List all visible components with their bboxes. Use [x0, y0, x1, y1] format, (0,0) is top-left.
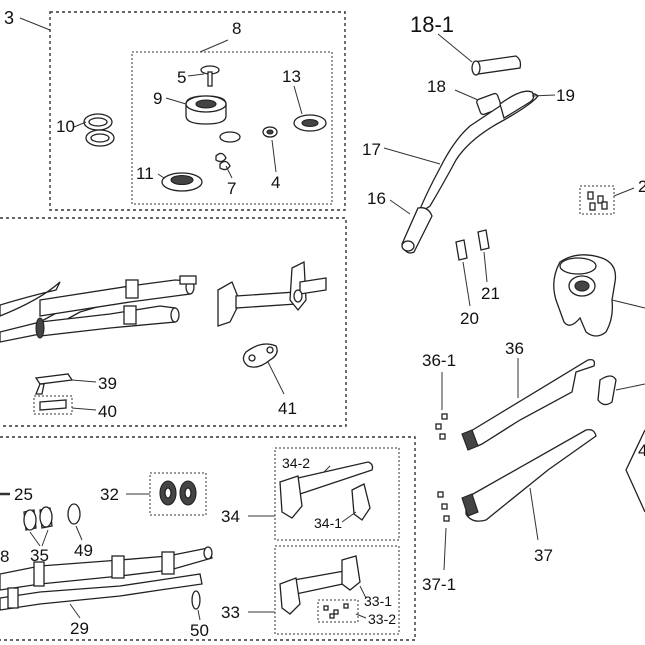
label-13: 13 — [282, 67, 301, 86]
group-handlebar: 18-1 18 19 17 16 — [362, 12, 575, 254]
part-5-bolt — [187, 65, 220, 87]
part-10-cups — [73, 113, 115, 147]
group-20-21-bushings: 21 20 — [455, 229, 500, 328]
part-fork-clamp-assembly — [217, 260, 327, 327]
part-16-grip — [389, 199, 433, 254]
label-16: 16 — [367, 189, 386, 208]
part-36-1-bolts — [435, 372, 448, 440]
label-3: 3 — [4, 8, 14, 28]
label-41: 41 — [278, 399, 297, 418]
part-9-bearing — [165, 95, 227, 125]
label-7: 7 — [227, 179, 236, 198]
label-17: 17 — [362, 140, 381, 159]
part-triple-clamp — [553, 254, 645, 337]
part-seal-ring — [219, 131, 241, 143]
label-49: 49 — [74, 541, 93, 560]
part-41-link — [242, 343, 285, 395]
lower-section-box — [0, 436, 416, 641]
part-7-clip — [215, 152, 233, 179]
part-37-1-bolts — [437, 491, 450, 571]
label-9: 9 — [153, 89, 162, 108]
label-19: 19 — [556, 86, 575, 105]
label-36: 36 — [505, 339, 524, 358]
label-32: 32 — [100, 485, 119, 504]
group-lower-fork: 25 32 35 49 8 29 50 34-2 34 34-1 33 33-1… — [0, 436, 416, 641]
label-36-1: 36-1 — [422, 351, 456, 370]
part-36-guard — [461, 358, 596, 451]
part-13-ring — [293, 85, 327, 132]
group-fork-section: 39 40 41 — [0, 217, 347, 427]
part-50-clip — [191, 590, 201, 621]
label-20: 20 — [460, 309, 479, 328]
part-33-assembly — [248, 545, 400, 635]
label-33: 33 — [221, 603, 240, 622]
label-37-1: 37-1 — [422, 575, 456, 594]
fork-section-box — [0, 217, 347, 427]
label-4: 4 — [271, 173, 280, 192]
label-18-1: 18-1 — [410, 12, 454, 37]
part-guard-bracket — [597, 375, 617, 406]
part-18-1-grip — [437, 33, 522, 76]
group-8-box — [131, 51, 333, 205]
part-29-fork — [0, 546, 213, 619]
group-fork-guards: 36-1 36 37 37-1 4 — [422, 339, 645, 594]
label-50: 50 — [190, 621, 209, 640]
label-33-2: 33-2 — [368, 611, 396, 627]
group-2-bolts: 2 — [579, 177, 645, 215]
label-34-2: 34-2 — [282, 455, 310, 471]
label-35: 35 — [30, 546, 49, 565]
part-11-bearing — [157, 172, 203, 192]
part-right-edge — [625, 429, 645, 513]
label-33-1: 33-1 — [364, 593, 392, 609]
group-3-headset: 3 8 5 9 13 10 11 7 4 — [4, 8, 346, 211]
part-49-ring — [67, 503, 83, 541]
part-4-ring — [262, 126, 278, 173]
label-34: 34 — [221, 507, 240, 526]
label-5: 5 — [177, 68, 186, 87]
label-39: 39 — [98, 374, 117, 393]
label-8: 8 — [232, 19, 241, 38]
part-fork-tubes — [0, 275, 197, 343]
part-32-caps — [126, 472, 207, 516]
part-37-guard — [461, 428, 597, 541]
label-8-lower: 8 — [0, 547, 9, 566]
part-40-bracket — [33, 395, 97, 415]
label-4-edge: 4 — [638, 441, 645, 460]
label-10: 10 — [56, 117, 75, 136]
label-2: 2 — [638, 177, 645, 196]
part-35-rings — [23, 506, 53, 547]
part-39-bracket — [34, 373, 97, 395]
label-25: 25 — [14, 485, 33, 504]
part-34-assembly — [248, 447, 400, 541]
part-19-bar-end — [499, 90, 535, 119]
label-34-1: 34-1 — [314, 515, 342, 531]
label-37: 37 — [534, 546, 553, 565]
label-40: 40 — [98, 402, 117, 421]
label-18: 18 — [427, 77, 446, 96]
label-11: 11 — [136, 164, 154, 183]
label-29: 29 — [70, 619, 89, 638]
label-21: 21 — [481, 284, 500, 303]
part-17-handlebar — [416, 92, 539, 216]
